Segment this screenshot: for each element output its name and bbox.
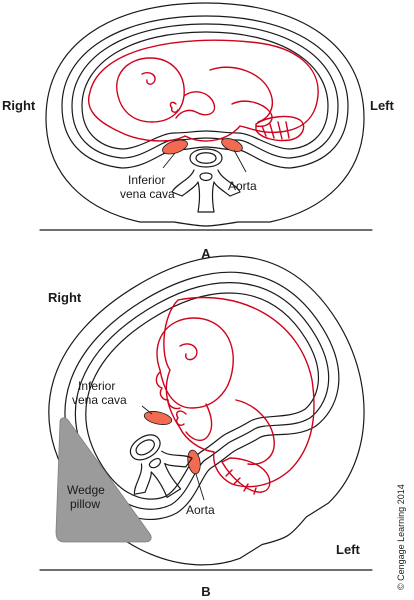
aorta-leader-b bbox=[195, 473, 205, 501]
side-left-label-b: Left bbox=[336, 542, 361, 557]
fetus-leg-a bbox=[231, 100, 273, 127]
ivc-label-a-line2: vena cava bbox=[120, 187, 175, 201]
vertebra-inner-a bbox=[195, 152, 217, 164]
side-left-label-a: Left bbox=[370, 98, 395, 113]
uterus-outer-wall-a bbox=[61, 15, 349, 169]
vertebra-b bbox=[129, 434, 193, 499]
vertebra-body-b bbox=[129, 434, 161, 461]
panel-b-letter: B bbox=[201, 584, 210, 599]
fetus-arm-a bbox=[175, 91, 216, 119]
ivc-label-b-line2: vena cava bbox=[72, 393, 127, 407]
ivc-leader-a bbox=[162, 152, 176, 169]
uterus-inner-wall-a bbox=[71, 23, 339, 159]
fetus-a bbox=[87, 39, 319, 142]
side-right-label-a: Right bbox=[2, 98, 36, 113]
vertebra-processes-a bbox=[171, 169, 241, 213]
vertebra-a bbox=[171, 148, 241, 213]
ivc-leader-b bbox=[141, 405, 153, 415]
pillow-label-line2: pillow bbox=[70, 497, 100, 511]
fetus-hand-b bbox=[175, 410, 187, 427]
aorta-a bbox=[221, 138, 243, 152]
fetus-toes-b bbox=[225, 469, 257, 495]
copyright-notice: © Cengage Learning 2014 bbox=[396, 484, 406, 590]
abdomen-outline-b bbox=[48, 255, 365, 566]
fetus-body-outline-a bbox=[87, 39, 319, 142]
fetus-arm-b bbox=[185, 403, 213, 442]
pillow-label-line1: Wedge bbox=[67, 483, 105, 497]
fetus-head-b bbox=[156, 317, 234, 409]
side-right-label-b: Right bbox=[48, 290, 82, 305]
spinal-canal-b bbox=[148, 457, 162, 469]
vertebra-inner-b bbox=[135, 439, 155, 456]
fetus-ear-b bbox=[179, 343, 198, 361]
vertebra-processes-b bbox=[133, 450, 193, 499]
fetus-face-b bbox=[155, 371, 181, 410]
fetus-body-outline-b bbox=[163, 296, 315, 488]
aorta-label-a: Aorta bbox=[228, 179, 257, 193]
panel-a: Right Left Inferior vena cava Aorta A bbox=[2, 2, 395, 261]
spinal-canal-a bbox=[199, 172, 213, 182]
fetus-thigh-a bbox=[209, 66, 274, 123]
amniotic-sac-b bbox=[85, 292, 320, 500]
ivc-label-b-line1: Inferior bbox=[78, 379, 115, 393]
fetus-leg-b bbox=[235, 399, 275, 465]
abdomen-outline-a bbox=[45, 2, 365, 227]
panel-b: Right Left Inferior vena cava Aorta Wedg… bbox=[39, 255, 373, 599]
fetus-foot-a bbox=[255, 115, 305, 142]
aorta-leader-a bbox=[233, 149, 247, 173]
wedge-pillow bbox=[55, 417, 152, 543]
inferior-vena-cava-a bbox=[162, 139, 188, 155]
fetus-hand-a bbox=[169, 101, 179, 113]
fetus-ear-a bbox=[141, 72, 156, 85]
fetus-toes-a bbox=[261, 121, 290, 140]
fetus-b bbox=[155, 296, 315, 495]
inferior-vena-cava-b bbox=[143, 411, 173, 425]
vertebra-body-a bbox=[189, 148, 223, 168]
panel-a-letter: A bbox=[201, 246, 211, 261]
ivc-label-a-line1: Inferior bbox=[128, 173, 165, 187]
aorta-label-b: Aorta bbox=[186, 503, 215, 517]
fetus-foot-b bbox=[221, 457, 271, 493]
amniotic-sac-a bbox=[81, 31, 329, 150]
